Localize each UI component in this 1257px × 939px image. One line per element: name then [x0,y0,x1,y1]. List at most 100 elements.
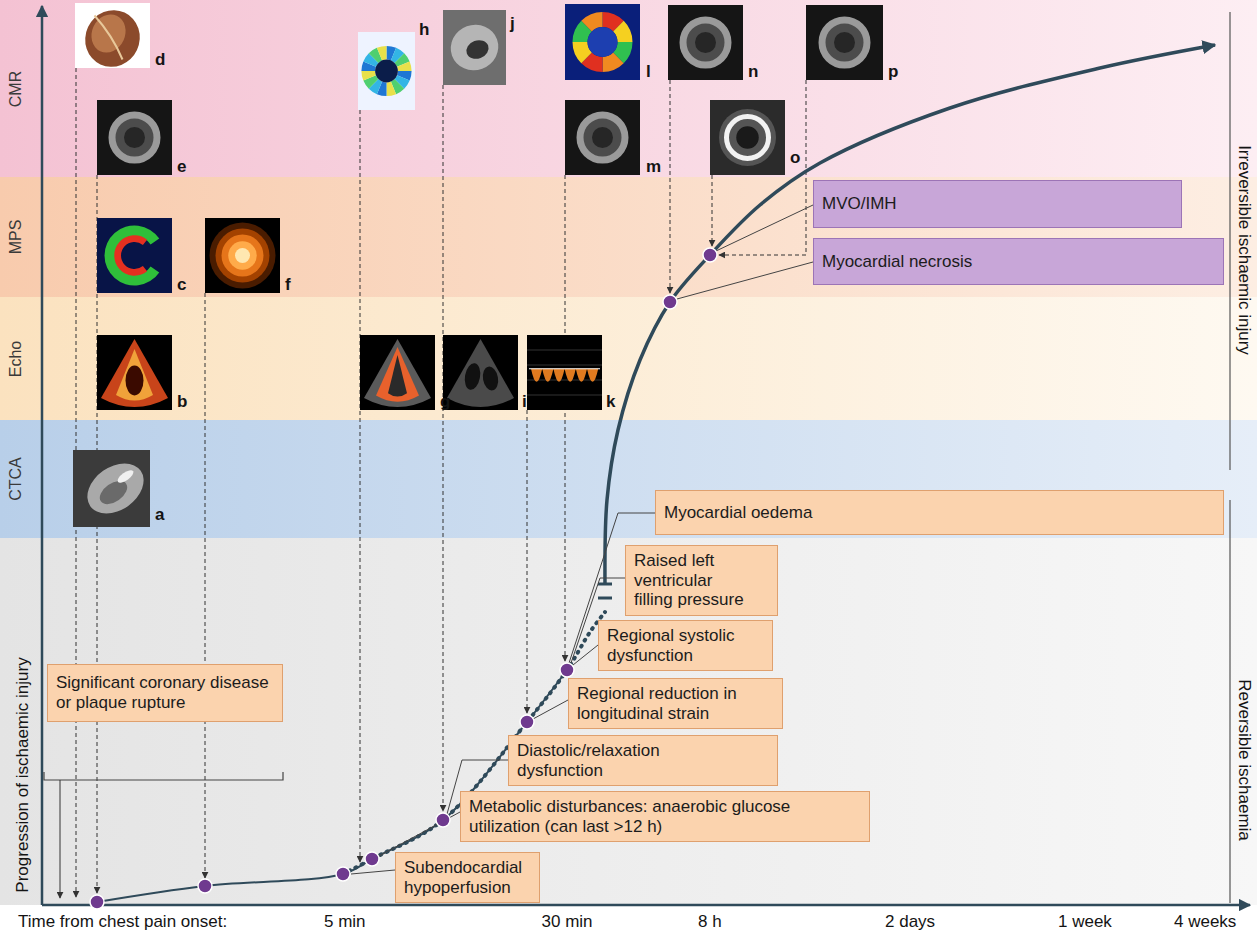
illustration-part [444,18,504,77]
box-text: Regional systolic dysfunction [607,626,757,665]
leader-line [351,870,395,874]
time-label: 8 h [698,912,722,932]
panel-letter: j [510,14,515,34]
panel-letter: o [790,148,800,168]
axis-title: Progression of ischaemic injury [12,657,32,892]
stage-box: Significant coronary disease or plaque r… [47,664,283,722]
leader-line [533,700,568,719]
panel-letter: m [646,157,661,177]
illustration-part [447,339,514,407]
image-thumbnail [97,335,172,410]
stage-box: Raised left ventricular filling pressure [625,545,778,616]
image-thumbnail [443,10,506,85]
illustration-part [96,476,132,509]
panel-letter: a [155,505,164,525]
illustration-part [683,20,728,65]
band-label: MPS [7,220,25,255]
image-thumbnail [97,218,172,293]
bracket [44,772,283,780]
illustration-part [114,235,147,276]
illustration-part [76,1,149,76]
curve-point [198,879,212,893]
band-background [0,0,1257,177]
illustration-part [580,115,625,160]
band-background [0,420,1257,538]
panel-letter: n [748,62,758,82]
image-thumbnail [806,5,883,80]
illustration-part [710,100,785,175]
band-background [0,177,1257,297]
illustration-part [719,109,776,166]
illustration-part [443,335,518,410]
image-thumbnail [360,335,435,410]
box-text: Myocardial necrosis [822,252,972,272]
phase-divider [1229,500,1230,903]
modality-band: MPS MVO/IMH Myocardial necrosis [0,177,1257,297]
box-text: Significant coronary disease or plaque r… [56,673,274,712]
band-label: Echo [7,340,25,376]
illustration-part [463,362,482,391]
illustration-part [126,366,144,396]
curve-break [598,597,612,600]
illustration-part [375,60,398,83]
phase-label: Reversible ischaemia [1234,679,1254,841]
modality-band: Echo [0,297,1257,420]
box-text: Diastolic/relaxation dysfunction [517,741,707,780]
illustration-part [527,365,602,366]
image-thumbnail [97,100,172,175]
illustration-part [112,115,157,160]
time-label: 30 min [542,912,593,932]
pointer-arrow [670,80,671,293]
stage-box: MVO/IMH [813,180,1182,228]
curve-point [520,715,534,729]
band-label: CMR [7,70,25,106]
image-thumbnail [358,32,415,110]
image-thumbnail [527,335,602,410]
image-thumbnail [205,218,280,293]
modality-band: CTCA Myocardial oedema [0,420,1257,538]
pointer-arrow [360,110,361,862]
illustration-part [580,115,625,160]
box-text: Metabolic disturbances: anaerobic glucos… [469,797,819,836]
stage-box: Myocardial necrosis [813,238,1224,285]
illustration-part [222,235,264,277]
image-thumbnail [443,335,518,410]
panel-letter: f [285,275,291,295]
pointer-arrow [565,175,566,661]
time-label: 2 days [885,912,935,932]
illustration-part [527,395,602,396]
panel-letter: h [419,20,429,40]
panel-letter: p [888,62,898,82]
illustration-part [101,339,168,407]
illustration-part [361,71,376,81]
leader-line [677,262,813,299]
illustration-part [216,229,270,283]
panel-letter: l [646,62,651,82]
curve-point [336,867,350,881]
panel-letter: b [177,392,187,412]
band-label: CTCA [7,457,25,501]
time-label: 4 weeks [1174,912,1236,932]
illustration-part [481,365,500,391]
illustration-part [668,5,743,80]
curve-point [436,813,450,827]
time-axis [42,904,1250,907]
phase-divider [1229,12,1230,470]
illustration-part [228,241,257,270]
illustration-part [727,117,769,159]
panel-letter: g [440,392,450,412]
box-text: Raised left ventricular filling pressure [634,551,749,610]
illustration-part [78,453,153,524]
illustration-part [388,355,407,397]
illustration-part [387,82,397,97]
illustration-part [588,27,618,57]
pointer-arrow [60,780,61,898]
stage-box: Subendocardial hypoperfusion [395,852,540,903]
panel-letter: d [155,50,165,70]
stage-box: Myocardial oedema [655,490,1224,535]
curve-point [703,248,717,262]
illustration-part [397,61,412,71]
panel-letter: k [606,392,615,412]
image-thumbnail [710,100,785,175]
